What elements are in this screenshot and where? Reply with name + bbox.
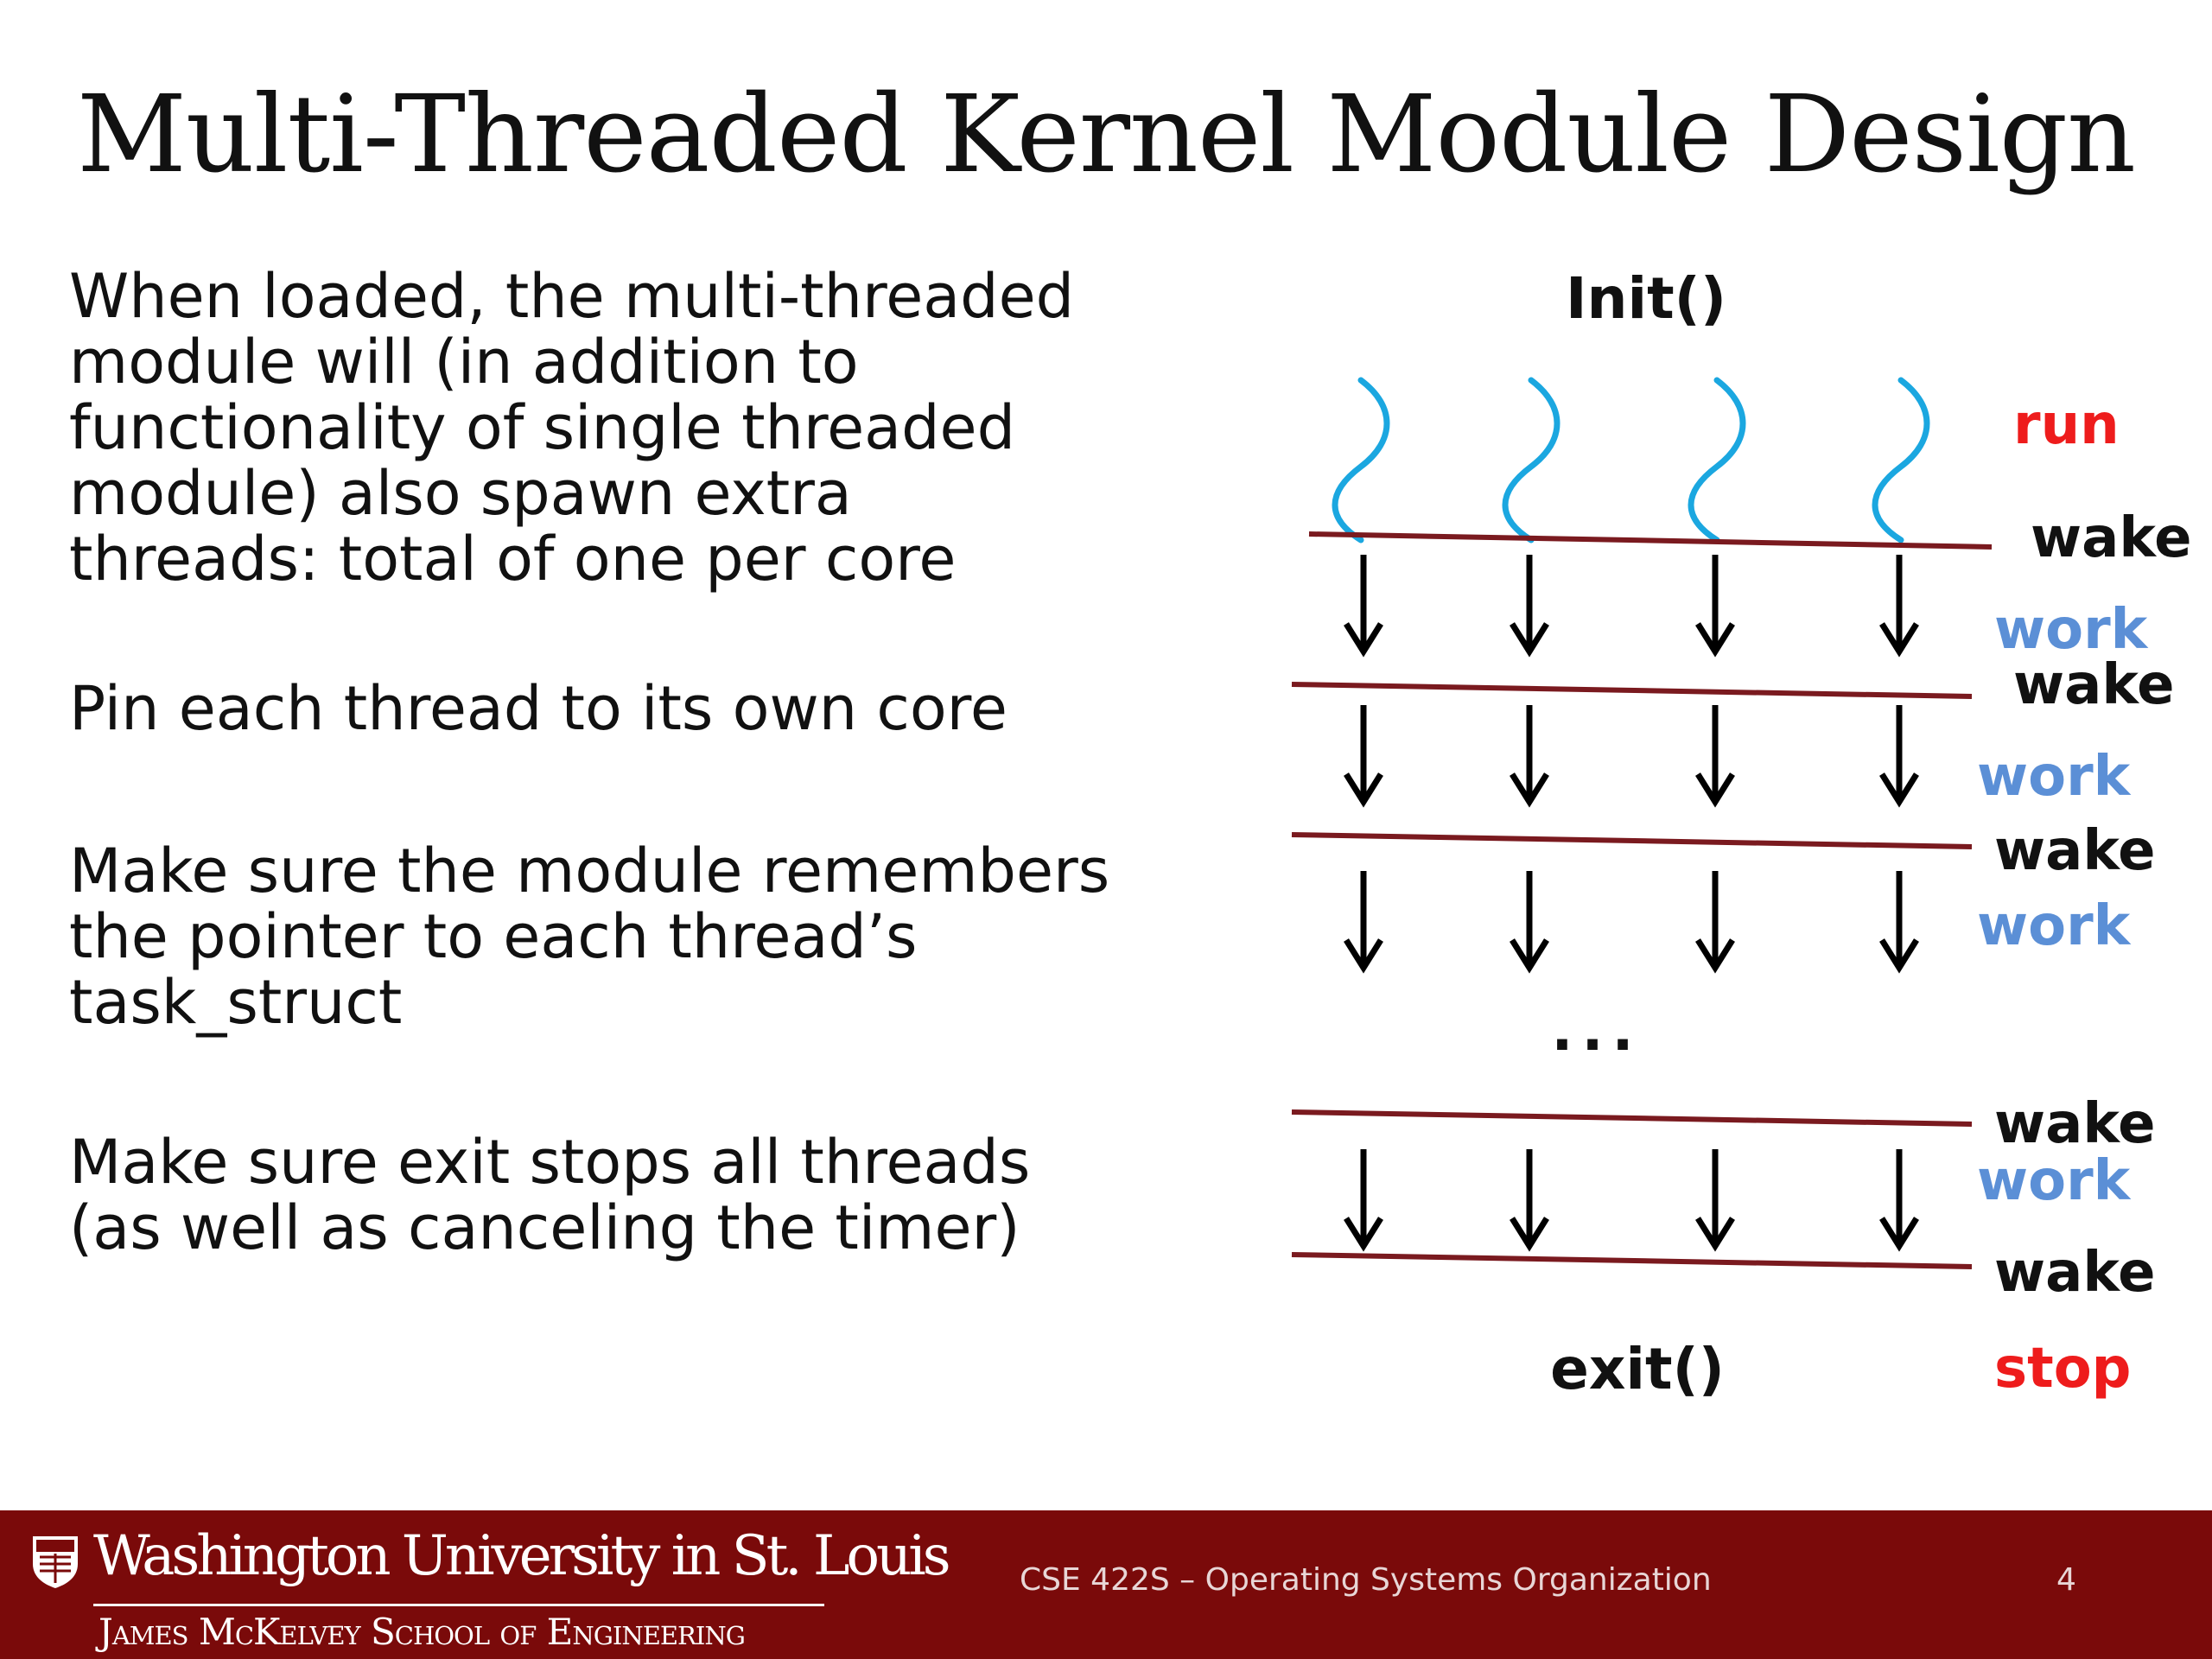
- run-label: run: [2013, 393, 2120, 457]
- work-arrows-row-4: [1346, 1149, 1916, 1246]
- university-name: Washington University in St. Louis: [93, 1524, 951, 1588]
- work-arrows-row-1: [1346, 555, 1916, 652]
- thread-squiggle-icon: [1505, 380, 1557, 540]
- wake-label: wake: [2013, 653, 2175, 717]
- school-name: James McKelvey School of Engineering: [99, 1611, 746, 1653]
- bullet-exit-stops-threads: Make sure exit stops all threads (as wel…: [69, 1127, 1031, 1263]
- footer-bar: Washington University in St. Louis James…: [0, 1510, 2212, 1659]
- down-arrow-icon: [1512, 871, 1547, 968]
- wake-barrier-line: [1291, 1252, 1973, 1269]
- down-arrow-icon: [1346, 871, 1381, 968]
- wake-label: wake: [1994, 819, 2156, 883]
- stop-label: stop: [1994, 1337, 2131, 1401]
- wake-label: wake: [2031, 506, 2192, 570]
- down-arrow-icon: [1698, 1149, 1732, 1246]
- down-arrow-icon: [1512, 555, 1547, 652]
- work-label: work: [1977, 1149, 2132, 1213]
- down-arrow-icon: [1346, 1149, 1381, 1246]
- page-number: 4: [2056, 1562, 2076, 1598]
- thread-timeline-diagram: Init() exit(): [1291, 265, 2192, 1402]
- work-arrows-row-2: [1346, 705, 1916, 802]
- logo-divider: [93, 1604, 824, 1606]
- university-logo: Washington University in St. Louis James…: [31, 1524, 951, 1654]
- bullet-spawn-threads: When loaded, the multi-threaded module w…: [69, 261, 1075, 594]
- down-arrow-icon: [1346, 705, 1381, 802]
- wake-label: wake: [1994, 1241, 2156, 1305]
- bullet-remember-task-struct: Make sure the module remembers the point…: [69, 836, 1110, 1038]
- wake-barrier-line: [1291, 832, 1973, 849]
- down-arrow-icon: [1882, 1149, 1916, 1246]
- work-label: work: [1994, 598, 2149, 662]
- down-arrow-icon: [1882, 555, 1916, 652]
- wake-barrier-line: [1291, 1109, 1973, 1127]
- exit-label: exit(): [1550, 1336, 1725, 1402]
- course-title: CSE 422S – Operating Systems Organizatio…: [1020, 1562, 1712, 1598]
- work-label: work: [1977, 894, 2132, 958]
- wake-barrier-line: [1291, 682, 1973, 699]
- bullet-pin-threads: Pin each thread to its own core: [69, 673, 1007, 744]
- thread-squiggle-icon: [1335, 380, 1387, 540]
- init-label: Init(): [1566, 265, 1726, 332]
- wake-barrier-line: [1308, 531, 1993, 550]
- work-arrows-row-3: [1346, 871, 1916, 968]
- down-arrow-icon: [1698, 555, 1732, 652]
- work-label: work: [1977, 745, 2132, 809]
- down-arrow-icon: [1512, 1149, 1547, 1246]
- slide-title: Multi-Threaded Kernel Module Design: [76, 73, 2136, 197]
- down-arrow-icon: [1882, 871, 1916, 968]
- thread-squiggle-icon: [1875, 380, 1927, 540]
- down-arrow-icon: [1346, 555, 1381, 652]
- ellipsis: ...: [1551, 997, 1642, 1064]
- thread-squiggle-icon: [1691, 380, 1743, 540]
- wake-label: wake: [1994, 1092, 2156, 1156]
- down-arrow-icon: [1698, 705, 1732, 802]
- down-arrow-icon: [1882, 705, 1916, 802]
- down-arrow-icon: [1512, 705, 1547, 802]
- university-shield-icon: [33, 1536, 78, 1588]
- down-arrow-icon: [1698, 871, 1732, 968]
